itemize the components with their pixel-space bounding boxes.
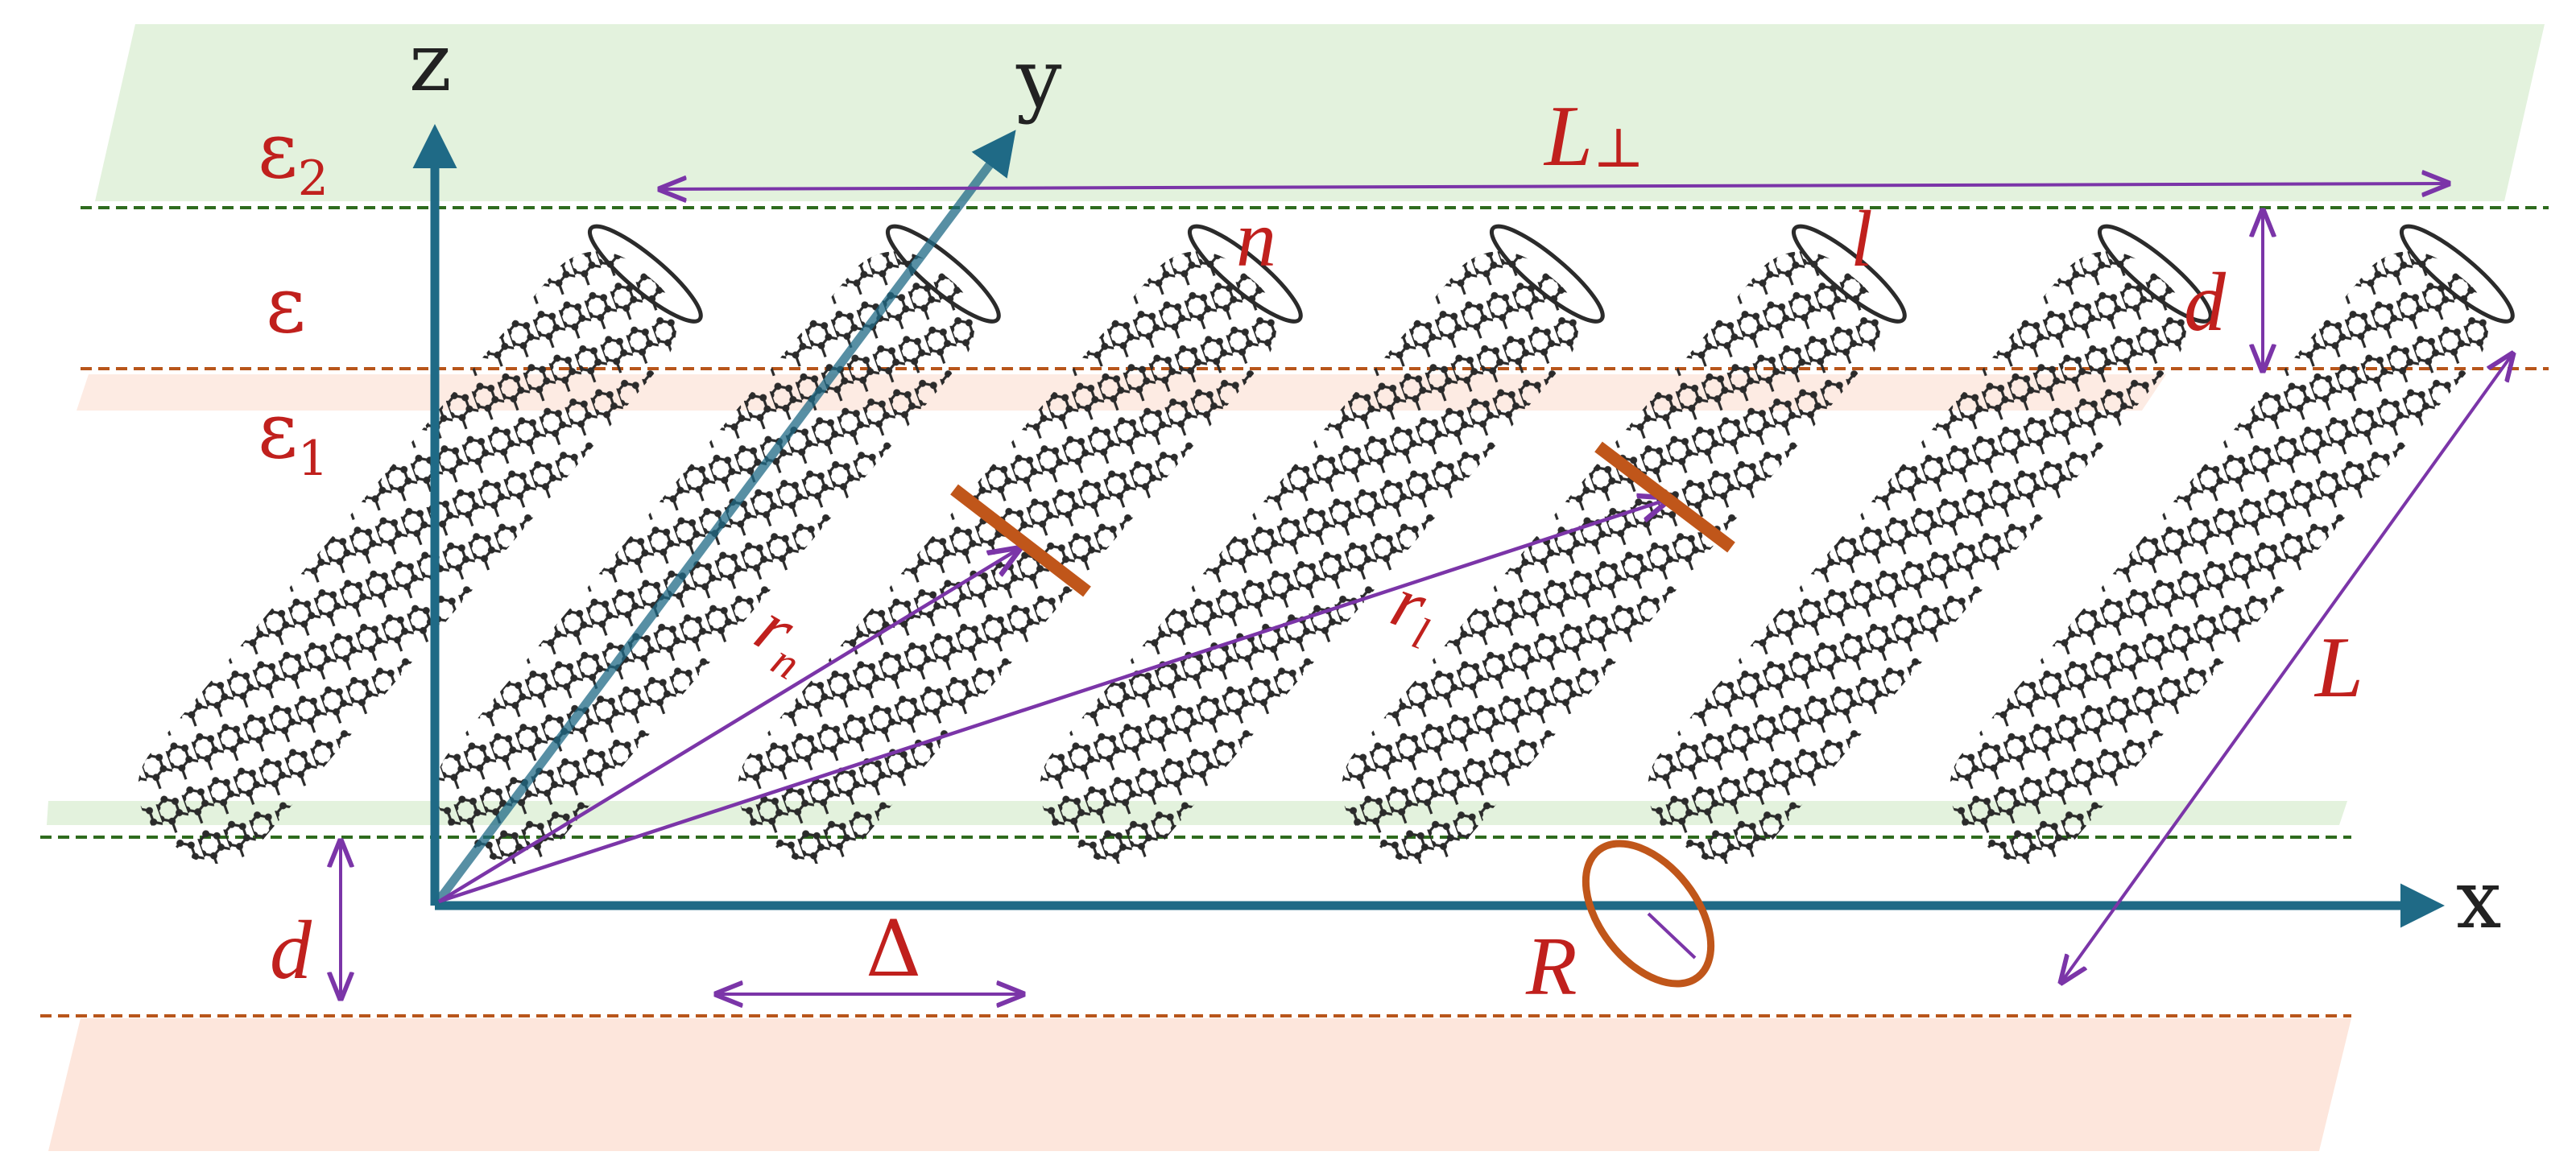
d-left-label: d <box>270 904 312 997</box>
carbon-nanotube-icon <box>1648 224 2213 864</box>
L-perp-dimension-arrow <box>660 184 2448 189</box>
tube-l-label: l <box>1850 194 1873 283</box>
lower-dielectric-band <box>48 1018 2351 1151</box>
nanotube-array <box>138 224 2515 864</box>
carbon-nanotube-icon <box>436 224 1001 864</box>
upper-dielectric-band <box>95 24 2545 201</box>
tube-n-cross-section-marker <box>950 484 1091 597</box>
epsilon-2-label: ε2 <box>258 105 329 207</box>
radius-R-label: R <box>1525 920 1577 1013</box>
L-tube-length-arrow <box>2061 354 2512 982</box>
y-axis-label: y <box>1015 31 1062 126</box>
carbon-nanotube-icon <box>1342 224 1907 864</box>
tube-n-label: n <box>1236 194 1276 283</box>
L-length-label: L <box>2313 620 2363 716</box>
epsilon-1-label: ε1 <box>258 386 329 487</box>
r-l-position-vector <box>438 499 1668 904</box>
epsilon-label: ε <box>266 260 306 350</box>
carbon-nanotube-icon <box>138 224 703 864</box>
x-axis-label: x <box>2456 852 2501 947</box>
radius-cross-section-ellipse <box>1582 840 1715 988</box>
radius-line <box>1647 912 1697 960</box>
L-perp-label: L⊥ <box>1543 89 1644 184</box>
d-top-label: d <box>2184 256 2227 349</box>
r-n-position-vector <box>437 549 1019 903</box>
tube-l-cross-section-marker <box>1594 441 1735 553</box>
z-axis-label: z <box>409 15 452 109</box>
y-axis <box>431 130 1016 909</box>
carbon-nanotube-icon <box>1040 224 1605 864</box>
delta-label: Δ <box>866 904 921 994</box>
